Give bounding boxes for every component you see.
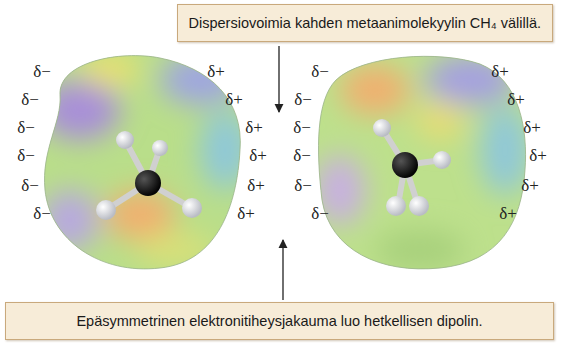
- partial-charge: δ+: [247, 176, 265, 196]
- partial-charge: δ+: [245, 118, 263, 138]
- partial-charge: δ−: [294, 90, 312, 110]
- methane-model: [96, 131, 202, 220]
- electron-density-surface: [30, 40, 260, 290]
- partial-charge: δ−: [33, 62, 51, 82]
- caption-text: Dispersiovoimia kahden metaanimolekyylin…: [189, 15, 541, 31]
- caption-text: Epäsymmetrinen elektronitiheysjakauma lu…: [76, 313, 482, 329]
- partial-charge: δ−: [33, 204, 51, 224]
- partial-charge: δ+: [523, 118, 541, 138]
- partial-charge: δ+: [249, 146, 267, 166]
- partial-charge: δ+: [521, 176, 539, 196]
- pointer-arrow: [282, 240, 283, 300]
- partial-charge: δ+: [507, 90, 525, 110]
- partial-charge: δ−: [311, 204, 329, 224]
- surface-outline: [319, 56, 526, 269]
- surface-outline: [44, 56, 240, 269]
- partial-charge: δ+: [491, 62, 509, 82]
- caption-box: Dispersiovoimia kahden metaanimolekyylin…: [177, 4, 553, 42]
- partial-charge: δ+: [225, 90, 243, 110]
- partial-charge: δ+: [207, 62, 225, 82]
- partial-charge: δ−: [294, 176, 312, 196]
- partial-charge: δ−: [17, 118, 35, 138]
- partial-charge: δ−: [21, 90, 39, 110]
- partial-charge: δ+: [529, 146, 547, 166]
- partial-charge: δ−: [17, 146, 35, 166]
- electron-density-surface: [310, 40, 540, 290]
- partial-charge: δ+: [499, 204, 517, 224]
- partial-charge: δ−: [21, 176, 39, 196]
- partial-charge: δ−: [293, 118, 311, 138]
- partial-charge: δ+: [237, 204, 255, 224]
- pointer-arrow: [278, 46, 279, 112]
- methane-model: [373, 119, 451, 216]
- caption-box: Epäsymmetrinen elektronitiheysjakauma lu…: [5, 302, 554, 340]
- partial-charge: δ−: [311, 62, 329, 82]
- partial-charge: δ−: [293, 146, 311, 166]
